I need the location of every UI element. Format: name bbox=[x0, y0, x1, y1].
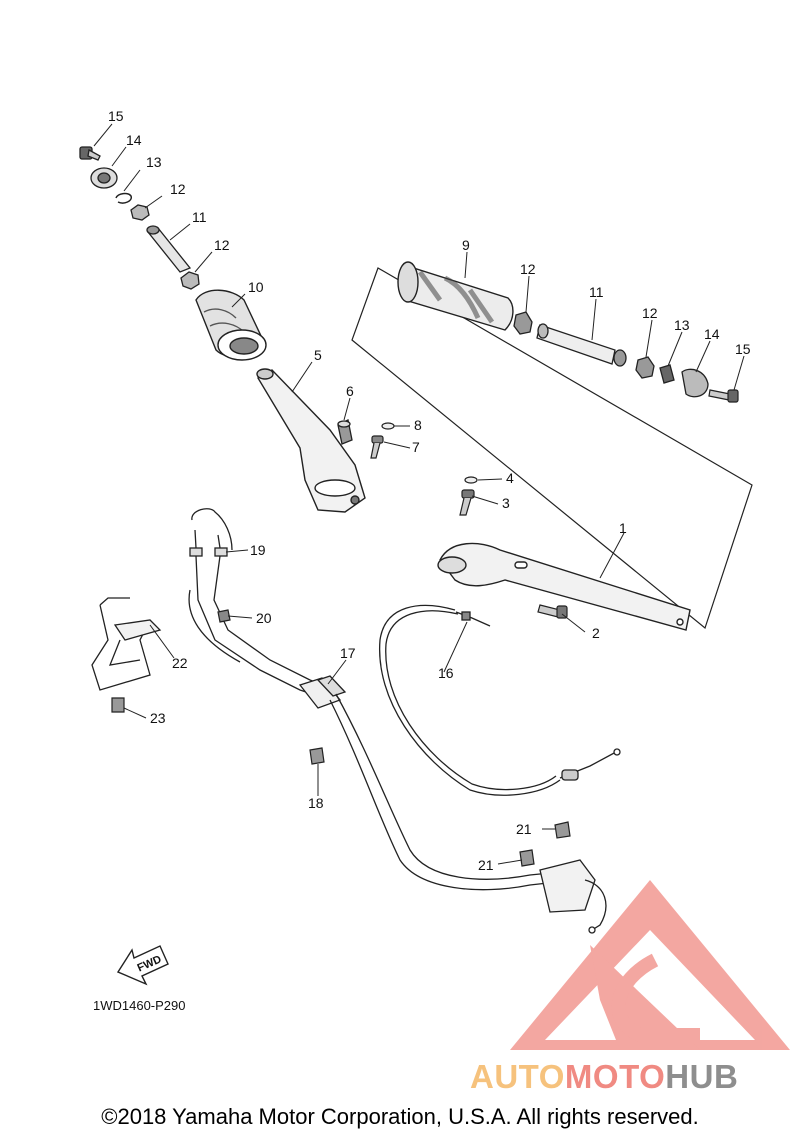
part-3-bolt bbox=[459, 489, 475, 516]
part-21-screws bbox=[519, 821, 571, 867]
part-9-grip bbox=[397, 261, 514, 331]
callout-label: 5 bbox=[314, 347, 322, 363]
callout-label: 18 bbox=[308, 795, 324, 811]
callout-label: 12 bbox=[214, 237, 230, 253]
part-19-wire-harness-switch bbox=[188, 508, 336, 701]
callout-label: 12 bbox=[170, 181, 186, 197]
part-12-nut-left-lower bbox=[180, 271, 200, 290]
watermark-hub: HUB bbox=[665, 1058, 739, 1095]
callout-label: 22 bbox=[172, 655, 188, 671]
part-1-handlebar-holder bbox=[437, 542, 691, 631]
part-23-screw bbox=[111, 697, 125, 713]
part-22-bracket bbox=[91, 597, 162, 691]
part-12-nut-left-upper bbox=[130, 204, 150, 221]
leader-lines bbox=[93, 123, 745, 865]
assembly-outline bbox=[351, 267, 753, 630]
callout-label: 2 bbox=[592, 625, 600, 641]
watermark-moto: MOTO bbox=[564, 1058, 666, 1095]
part-4-washer bbox=[464, 476, 478, 484]
part-6-adjuster bbox=[337, 419, 353, 445]
fwd-arrow-icon: FWD bbox=[116, 945, 169, 986]
part-13-clip-right bbox=[659, 364, 675, 384]
callout-label: 4 bbox=[506, 470, 514, 486]
callout-label: 15 bbox=[108, 108, 124, 124]
copyright-notice: ©2018 Yamaha Motor Corporation, U.S.A. A… bbox=[101, 1104, 699, 1129]
callout-label: 12 bbox=[642, 305, 658, 321]
callout-label: 8 bbox=[414, 417, 422, 433]
callout-label: 11 bbox=[192, 209, 207, 225]
part-7-screw bbox=[370, 435, 384, 459]
part-13-clip-left bbox=[115, 192, 133, 204]
part-8-washer bbox=[381, 422, 395, 430]
callout-numbers: 15 14 13 12 11 12 10 5 6 8 7 9 12 11 12 … bbox=[108, 108, 751, 873]
callout-label: 7 bbox=[412, 439, 420, 455]
callout-label: 10 bbox=[248, 279, 264, 295]
callout-label: 23 bbox=[150, 710, 166, 726]
callout-label: 20 bbox=[256, 610, 272, 626]
switch-bracket-right bbox=[539, 859, 607, 934]
callout-label: 1 bbox=[619, 520, 627, 536]
callout-label: 9 bbox=[462, 237, 470, 253]
part-16-throttle-cable bbox=[379, 604, 621, 796]
callout-label: 13 bbox=[146, 154, 162, 170]
main-harness bbox=[329, 693, 581, 891]
drawing-code: 1WD1460-P290 bbox=[93, 998, 186, 1013]
callout-label: 3 bbox=[502, 495, 510, 511]
callout-label: 13 bbox=[674, 317, 690, 333]
callout-label: 21 bbox=[478, 857, 494, 873]
part-14-cap-left bbox=[90, 167, 118, 189]
callout-label: 19 bbox=[250, 542, 266, 558]
callout-label: 14 bbox=[126, 132, 142, 148]
part-12-nut-right-b bbox=[635, 356, 655, 379]
part-12-nut-right-a bbox=[513, 311, 533, 335]
callout-label: 15 bbox=[735, 341, 751, 357]
part-11-weight-left bbox=[146, 225, 192, 273]
callout-label: 16 bbox=[438, 665, 454, 681]
part-17-clamp bbox=[298, 675, 347, 709]
watermark-auto: AUTO bbox=[470, 1058, 565, 1095]
callout-label: 17 bbox=[340, 645, 356, 661]
part-11-weight-right bbox=[536, 323, 627, 367]
part-5-throttle-housing bbox=[256, 368, 366, 513]
part-14-cap-right bbox=[681, 368, 709, 398]
callout-label: 6 bbox=[346, 383, 354, 399]
part-20-screw bbox=[217, 609, 231, 623]
callout-label: 12 bbox=[520, 261, 536, 277]
part-15-bolt-left bbox=[79, 146, 101, 161]
callout-label: 11 bbox=[589, 284, 604, 300]
part-10-throttle-grip bbox=[195, 289, 267, 361]
part-15-bolt-right bbox=[708, 389, 739, 403]
callout-label: 21 bbox=[516, 821, 532, 837]
part-18-screw bbox=[309, 747, 325, 765]
watermark-logo bbox=[510, 880, 790, 1050]
watermark-brand: AUTOMOTOHUB bbox=[470, 1058, 738, 1096]
part-2-bolt bbox=[537, 604, 568, 619]
callout-label: 14 bbox=[704, 326, 720, 342]
